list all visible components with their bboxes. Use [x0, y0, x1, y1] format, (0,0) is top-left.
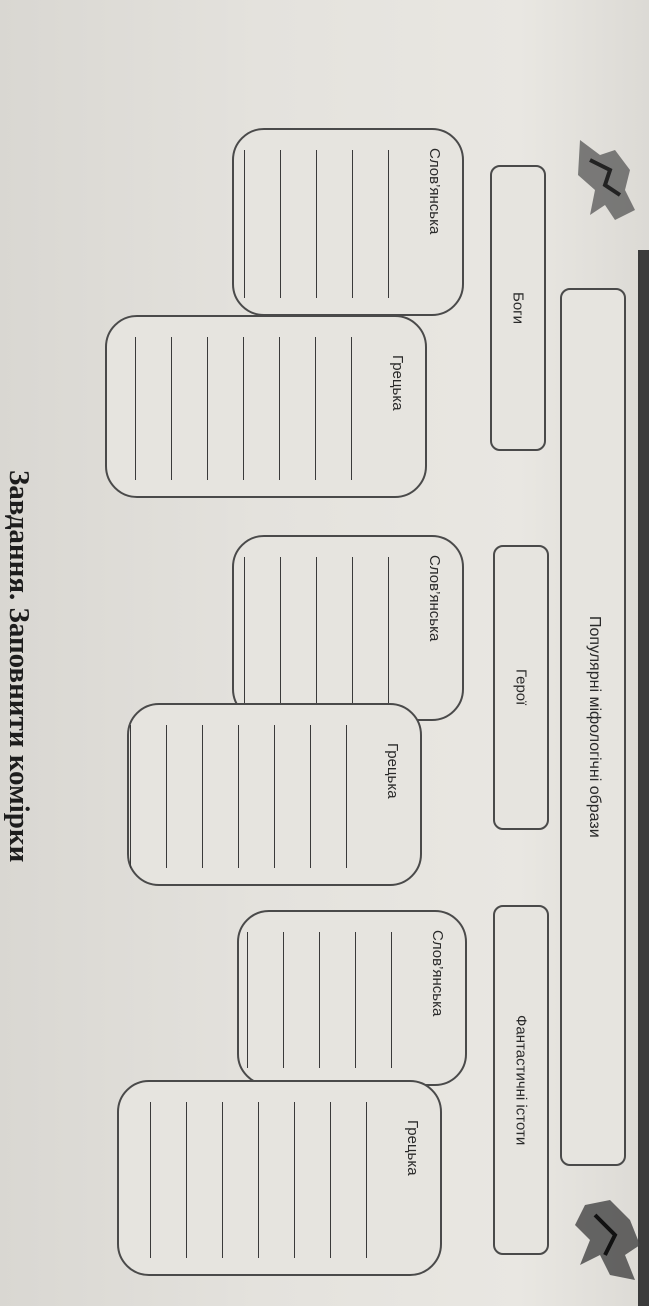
category-fantastic-creatures: Фантастичні істоти	[493, 905, 549, 1255]
card-label: Слов’янська	[426, 148, 443, 235]
category-label: Боги	[509, 291, 527, 325]
page-edge-shadow	[638, 250, 649, 1306]
answer-line[interactable]	[150, 1102, 151, 1258]
answer-line[interactable]	[238, 725, 239, 868]
answer-line[interactable]	[202, 725, 203, 868]
card-label: Грецька	[389, 355, 406, 411]
answer-line[interactable]	[352, 557, 353, 703]
answer-line[interactable]	[316, 150, 317, 298]
answer-line[interactable]	[388, 557, 389, 703]
card-label: Слов’янська	[426, 555, 443, 642]
dragon-illustration-icon	[578, 140, 635, 220]
answer-line[interactable]	[352, 150, 353, 298]
card-label: Слов’янська	[429, 930, 446, 1017]
answer-line[interactable]	[247, 932, 248, 1068]
creature-illustration-icon	[575, 1200, 640, 1280]
title-box: Популярні міфологічні образи	[560, 288, 626, 1166]
answer-line[interactable]	[244, 557, 245, 703]
card-heroes-slavic[interactable]: Слов’янська	[232, 535, 464, 721]
category-gods: Боги	[490, 165, 546, 451]
card-creatures-greek[interactable]: Грецька	[117, 1080, 442, 1276]
answer-line[interactable]	[315, 337, 316, 480]
answer-line[interactable]	[294, 1102, 295, 1258]
answer-line[interactable]	[171, 337, 172, 480]
answer-line[interactable]	[243, 337, 244, 480]
card-creatures-slavic[interactable]: Слов’янська	[237, 910, 467, 1086]
card-gods-slavic[interactable]: Слов’янська	[232, 128, 464, 316]
category-heroes: Герої	[493, 545, 549, 830]
answer-line[interactable]	[330, 1102, 331, 1258]
answer-line[interactable]	[316, 557, 317, 703]
category-label: Герої	[512, 669, 530, 706]
answer-line[interactable]	[279, 337, 280, 480]
answer-line[interactable]	[355, 932, 356, 1068]
card-label: Грецька	[384, 743, 401, 799]
answer-line[interactable]	[283, 932, 284, 1068]
answer-line[interactable]	[244, 150, 245, 298]
answer-line[interactable]	[351, 337, 352, 480]
category-label: Фантастичні істоти	[512, 1014, 530, 1146]
answer-line[interactable]	[207, 337, 208, 480]
answer-line[interactable]	[258, 1102, 259, 1258]
card-label: Грецька	[404, 1120, 421, 1176]
answer-line[interactable]	[166, 725, 167, 868]
answer-line[interactable]	[222, 1102, 223, 1258]
answer-line[interactable]	[274, 725, 275, 868]
answer-line[interactable]	[280, 557, 281, 703]
answer-line[interactable]	[366, 1102, 367, 1258]
answer-line[interactable]	[346, 725, 347, 868]
answer-line[interactable]	[310, 725, 311, 868]
answer-line[interactable]	[130, 725, 131, 868]
answer-line[interactable]	[388, 150, 389, 298]
task-instruction: Завдання. Заповнити комірки	[3, 470, 35, 863]
answer-line[interactable]	[280, 150, 281, 298]
answer-line[interactable]	[186, 1102, 187, 1258]
answer-line[interactable]	[391, 932, 392, 1068]
card-gods-greek[interactable]: Грецька	[105, 315, 427, 498]
diagram-title: Популярні міфологічні образи	[586, 616, 603, 838]
answer-line[interactable]	[135, 337, 136, 480]
card-heroes-greek[interactable]: Грецька	[127, 703, 422, 886]
answer-line[interactable]	[319, 932, 320, 1068]
